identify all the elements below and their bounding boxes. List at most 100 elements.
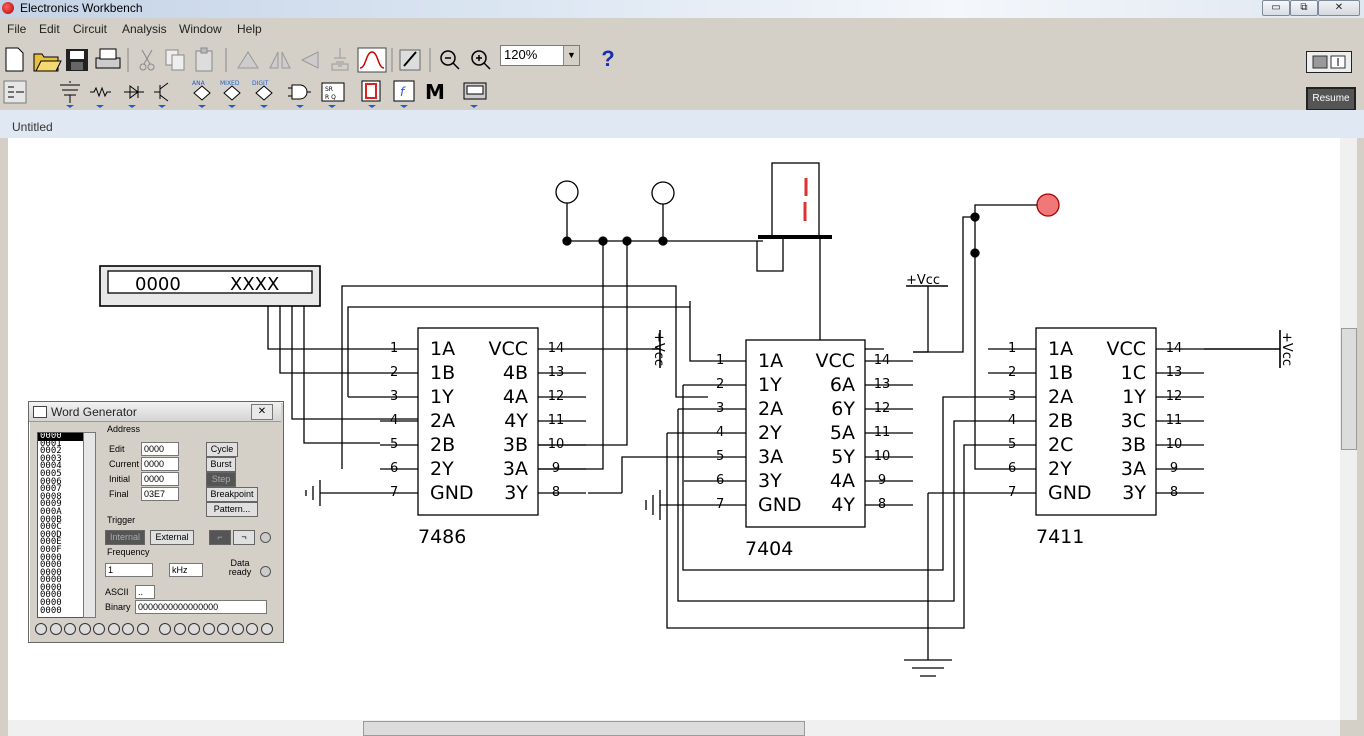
cut-icon[interactable] <box>139 49 155 71</box>
output-terminal[interactable] <box>159 623 171 635</box>
output-terminal[interactable] <box>260 623 273 635</box>
logic-gates-bin-icon[interactable] <box>288 84 311 108</box>
word-list-item[interactable]: 0000 <box>40 605 62 616</box>
restore-button[interactable]: ⧉ <box>1290 0 1318 16</box>
paste-icon[interactable] <box>195 47 213 72</box>
menu-edit[interactable]: Edit <box>39 22 60 36</box>
internal-trigger-button[interactable]: Internal <box>105 530 145 545</box>
initial-field[interactable]: 0000 <box>141 472 179 486</box>
output-terminal[interactable] <box>217 623 229 635</box>
diodes-bin-icon[interactable] <box>124 85 144 108</box>
word-list-item[interactable]: 000B <box>40 514 62 525</box>
output-terminal[interactable] <box>49 623 62 635</box>
output-terminal[interactable] <box>173 623 186 635</box>
word-list-item[interactable]: 0000 <box>40 582 62 593</box>
menu-help[interactable]: Help <box>237 22 262 36</box>
output-terminal[interactable] <box>188 623 200 635</box>
trigger-terminal[interactable] <box>260 532 271 543</box>
favorites-bin-icon[interactable] <box>3 80 27 104</box>
breakpoint-button[interactable]: Breakpoint <box>206 487 258 502</box>
word-list-item[interactable]: 0003 <box>40 453 62 464</box>
burst-button[interactable]: Burst <box>206 457 236 472</box>
frequency-unit-select[interactable]: kHz <box>169 563 203 577</box>
data-ready-terminal[interactable] <box>260 566 271 577</box>
word-list-item[interactable]: 0008 <box>40 491 62 502</box>
print-icon[interactable] <box>95 48 121 69</box>
final-field[interactable]: 03E7 <box>141 487 179 501</box>
app-icon[interactable] <box>2 2 14 14</box>
output-terminal[interactable] <box>93 623 105 635</box>
save-icon[interactable] <box>66 49 88 71</box>
word-list-item[interactable]: 0009 <box>40 499 62 510</box>
vertical-scrollbar[interactable] <box>1340 138 1357 720</box>
horizontal-scrollbar[interactable] <box>8 720 1340 736</box>
zoom-in-icon[interactable] <box>471 50 491 70</box>
vertical-scroll-thumb[interactable] <box>1341 328 1357 450</box>
output-terminal[interactable] <box>122 623 134 635</box>
word-list-item[interactable]: 0000 <box>40 575 62 586</box>
close-button[interactable]: ✕ <box>1318 0 1360 16</box>
analog-ics-bin-icon[interactable]: ANA <box>192 80 211 108</box>
logic-switch-b[interactable] <box>651 181 675 205</box>
new-file-icon[interactable] <box>5 47 24 72</box>
output-terminal[interactable] <box>202 623 215 635</box>
pattern-button[interactable]: Pattern... <box>206 502 258 517</box>
rotate-icon[interactable] <box>237 51 259 69</box>
frequency-field[interactable]: 1 <box>105 563 153 577</box>
menu-analysis[interactable]: Analysis <box>122 22 167 36</box>
chevron-down-icon[interactable]: ▼ <box>563 46 579 65</box>
cycle-button[interactable]: Cycle <box>206 442 238 457</box>
instruments-bin-icon[interactable] <box>463 82 487 108</box>
output-terminal[interactable] <box>64 623 76 635</box>
falling-edge-button[interactable]: ¬ <box>233 530 255 545</box>
logic-switch-a[interactable] <box>555 180 579 204</box>
help-button[interactable]: ? <box>601 46 615 71</box>
digital-ics-bin-icon[interactable]: DIGIT <box>252 80 273 108</box>
word-generator-titlebar[interactable]: Word Generator ✕ <box>29 402 281 422</box>
minimize-button[interactable]: ▭ <box>1262 0 1290 16</box>
ascii-field[interactable]: .. <box>135 585 155 599</box>
word-list-item[interactable]: 000E <box>40 537 62 548</box>
step-button[interactable]: Step <box>206 472 236 487</box>
word-list-item[interactable]: 000F <box>40 544 62 555</box>
basic-bin-icon[interactable] <box>90 86 111 108</box>
sources-bin-icon[interactable] <box>60 81 80 108</box>
word-list-item[interactable]: 0000 <box>40 552 62 563</box>
output-terminal[interactable] <box>107 623 120 635</box>
word-list-item[interactable]: 0000 <box>40 598 62 609</box>
seven-segment-display[interactable] <box>771 162 820 238</box>
word-list-item[interactable]: 000A <box>40 506 62 517</box>
word-list-item[interactable]: 0005 <box>40 468 62 479</box>
current-field[interactable]: 0000 <box>141 457 179 471</box>
flip-vertical-icon[interactable] <box>300 51 319 69</box>
transistors-bin-icon[interactable] <box>154 82 169 108</box>
copy-icon[interactable] <box>165 49 185 71</box>
binary-field[interactable]: 0000000000000000 <box>135 600 267 614</box>
word-list-item[interactable]: 0000 <box>38 433 84 441</box>
word-list-item[interactable]: 0004 <box>40 461 62 472</box>
output-terminal[interactable] <box>246 623 258 635</box>
menu-window[interactable]: Window <box>179 22 222 36</box>
menu-file[interactable]: File <box>7 22 27 36</box>
external-trigger-button[interactable]: External <box>150 530 194 545</box>
word-list-item[interactable]: 0007 <box>40 484 62 495</box>
flip-horizontal-icon[interactable] <box>269 51 291 69</box>
mixed-ics-bin-icon[interactable]: MIXED <box>220 80 241 108</box>
word-list-item[interactable]: 000D <box>40 529 62 540</box>
word-list-scrollbar[interactable] <box>83 432 96 618</box>
word-list-item[interactable]: 0000 <box>40 560 62 571</box>
open-folder-icon[interactable] <box>33 53 62 72</box>
edit-field[interactable]: 0000 <box>141 442 179 456</box>
component-properties-icon[interactable] <box>331 48 349 71</box>
word-list-item[interactable]: 0000 <box>40 590 62 601</box>
instruments-icon[interactable] <box>399 49 421 71</box>
output-terminal[interactable] <box>231 623 244 635</box>
output-terminal[interactable] <box>78 623 91 635</box>
zoom-out-icon[interactable] <box>440 50 460 70</box>
output-terminal[interactable] <box>35 623 47 635</box>
indicators-bin-icon[interactable] <box>361 80 381 108</box>
resume-button[interactable]: Resume <box>1306 87 1356 111</box>
graph-icon[interactable] <box>357 47 387 73</box>
word-list-item[interactable]: 0006 <box>40 476 62 487</box>
